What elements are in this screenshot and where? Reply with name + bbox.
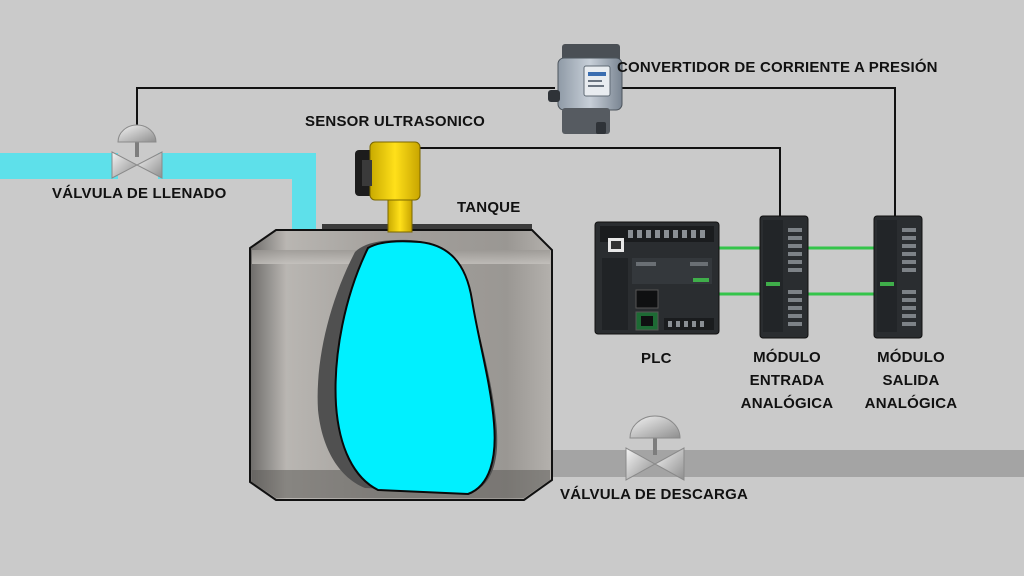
fill-valve-icon <box>111 124 163 179</box>
analog-input-module-icon <box>759 215 809 339</box>
analog-output-module-icon <box>873 215 923 339</box>
output-module-label-line-1: MÓDULO <box>877 349 945 366</box>
input-module-label: MÓDULO ENTRADA ANALÓGICA <box>732 346 842 415</box>
input-module-label-line-3: ANALÓGICA <box>740 395 834 412</box>
output-module-label-line-3: ANALÓGICA <box>864 395 958 412</box>
output-module-label: MÓDULO SALIDA ANALÓGICA <box>856 346 966 415</box>
tank-label: TANQUE <box>457 199 521 216</box>
i-p-converter-icon <box>548 44 623 134</box>
fill-pipe <box>0 153 316 231</box>
plc-label: PLC <box>641 350 672 367</box>
ultrasonic-sensor-icon <box>355 141 421 233</box>
wire-converter-to-fill-valve <box>136 87 555 128</box>
drain-pipe <box>548 450 1024 477</box>
fill-valve-label: VÁLVULA DE LLENADO <box>52 185 227 202</box>
wire-output-module-to-converter <box>620 87 896 218</box>
water-level <box>334 240 496 496</box>
wire-sensor-to-input-module <box>420 147 781 218</box>
sensor-label: SENSOR ULTRASONICO <box>305 113 485 130</box>
input-module-label-line-2: ENTRADA <box>749 372 825 389</box>
drain-valve-label: VÁLVULA DE DESCARGA <box>560 486 748 503</box>
drain-valve-icon <box>625 415 685 481</box>
signal-wires <box>136 87 896 218</box>
plc-icon <box>594 221 720 335</box>
output-module-label-line-2: SALIDA <box>882 372 940 389</box>
input-module-label-line-1: MÓDULO <box>753 349 821 366</box>
converter-label: CONVERTIDOR DE CORRIENTE A PRESIÓN <box>617 59 938 76</box>
tank-icon <box>249 224 553 501</box>
